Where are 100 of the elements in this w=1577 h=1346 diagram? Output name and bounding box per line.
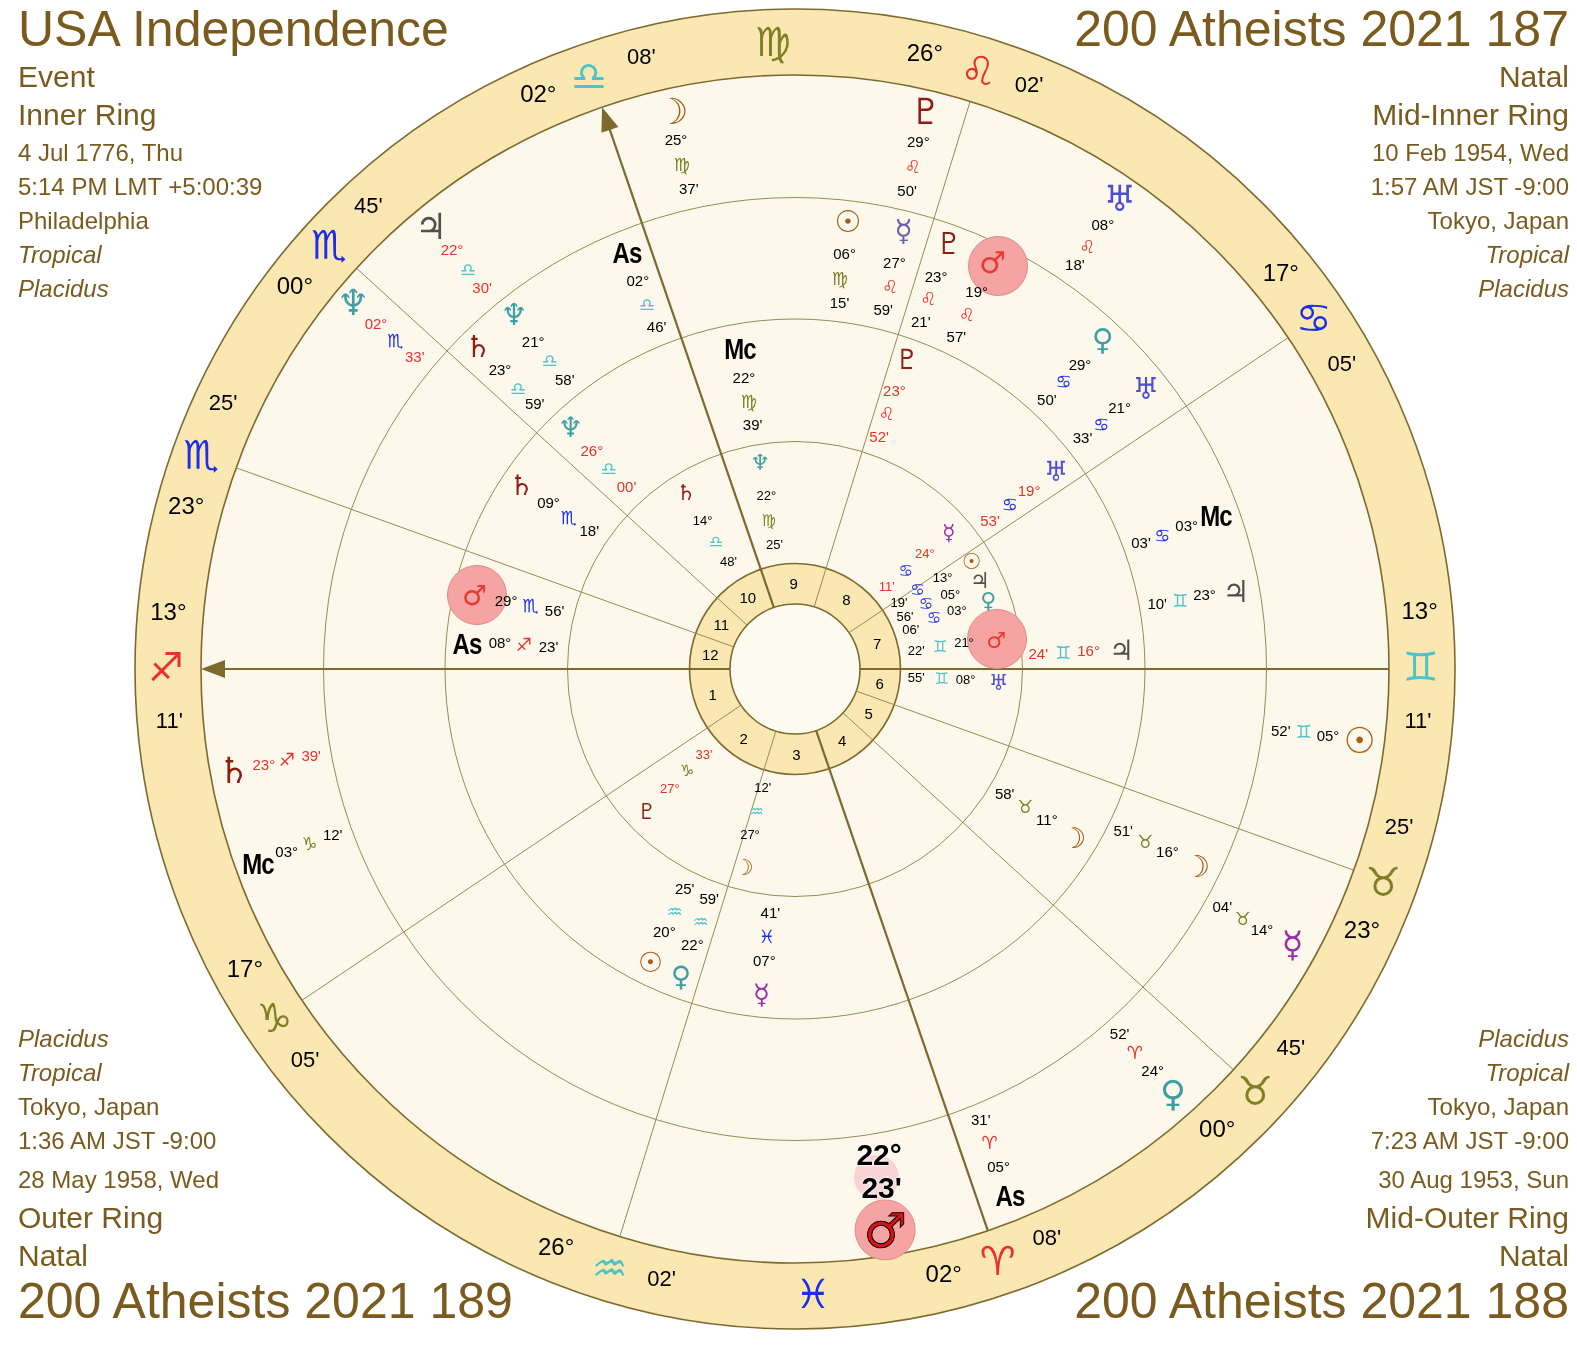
degree-value: 29° [494, 592, 518, 608]
minutes-value: 04' [1212, 898, 1233, 914]
cusp-degree: 17° [1262, 261, 1299, 285]
planet-symbol: ☿ [1281, 930, 1304, 960]
planet-symbol: ☉ [1343, 726, 1376, 756]
chart-name: USA Independence [18, 4, 449, 54]
degree-value: 05° [1316, 727, 1340, 743]
sign-symbol: ♎ [708, 535, 723, 549]
cusp-minutes: 08' [1032, 1227, 1062, 1250]
chart-detail: 30 Aug 1953, Sun [1378, 1167, 1569, 1192]
sign-symbol: ♒ [692, 914, 709, 929]
minutes-value: 18' [579, 522, 600, 538]
degree-value: 26° [580, 442, 604, 458]
minutes-value: 30' [472, 279, 492, 295]
zodiac-sign-symbol: ♓ [795, 1271, 831, 1318]
chart-subtitle: Mid-Inner Ring [1372, 99, 1569, 130]
cusp-minutes: 11' [1404, 709, 1432, 732]
minutes-value: 23' [538, 638, 559, 654]
planet-symbol: ♄ [508, 474, 534, 498]
planet-symbol: ☿ [894, 219, 913, 244]
minutes-value: 33' [695, 747, 713, 761]
degree-value: 24° [915, 546, 935, 560]
planet-symbol: ♇ [909, 98, 943, 127]
cusp-degree: 26° [906, 41, 944, 66]
sign-symbol: ♈ [981, 1136, 998, 1151]
chart-setting: Tropical [1485, 1061, 1569, 1085]
minutes-value: 52' [869, 428, 889, 444]
minutes-value: 55' [907, 670, 925, 684]
sign-symbol: ♌ [920, 291, 937, 307]
minutes-value: 12' [322, 826, 343, 842]
planet-symbol: ♃ [969, 572, 990, 591]
degree-value: 08° [955, 672, 976, 686]
degree-value: 19° [965, 283, 989, 299]
sign-symbol: ♋ [910, 583, 925, 597]
cusp-degree: 13° [150, 599, 187, 624]
cusp-minutes: 11' [155, 709, 183, 732]
degree-value: 14° [692, 513, 713, 527]
minutes-value: 25' [766, 537, 783, 551]
sign-symbol: ♌ [959, 308, 976, 323]
house-number: 12 [701, 646, 719, 662]
degree-value: 08° [488, 634, 512, 650]
planet-symbol: ☿ [753, 983, 771, 1006]
chart-detail: 1:36 AM JST -9:00 [18, 1129, 217, 1153]
zodiac-sign-symbol: ♌ [960, 48, 997, 95]
cusp-minutes: 25' [1384, 816, 1414, 838]
minutes-value: 56' [544, 602, 565, 618]
chart-setting: Tropical [1485, 243, 1569, 267]
sign-symbol: ♊ [932, 641, 948, 654]
zodiac-sign-symbol: ♏ [311, 221, 347, 268]
zodiac-sign-symbol: ♋ [1295, 294, 1332, 341]
sign-symbol: ♊ [934, 672, 949, 686]
planet-symbol: ☿ [942, 523, 956, 542]
chart-setting: Placidus [18, 277, 109, 301]
degree-value: 23° [1193, 586, 1216, 601]
sign-symbol: ♋ [926, 611, 942, 625]
minutes-value: 31' [971, 1111, 991, 1127]
planet-symbol: ♆ [500, 303, 528, 328]
cusp-minutes: 05' [290, 1048, 320, 1071]
planet-symbol: ♃ [1222, 579, 1250, 604]
minutes-value: 22' [907, 643, 925, 656]
house-number: 9 [789, 575, 798, 590]
degree-value: 22° [756, 488, 777, 502]
planet-symbol: ♇ [894, 348, 920, 372]
degree-value: 16° [1077, 642, 1100, 657]
angle-label: As [452, 629, 482, 660]
planet-symbol: ☽ [1183, 855, 1211, 879]
minutes-value: 59' [524, 395, 545, 411]
minutes-value: 58' [555, 371, 575, 387]
minutes-value: 06' [902, 622, 920, 636]
minutes-value: 12' [754, 780, 772, 794]
degree-value: 22° [440, 241, 464, 257]
cusp-degree: 02° [520, 82, 557, 107]
house-number: 3 [792, 747, 801, 762]
degree-value: 22° [732, 369, 756, 384]
degree-value: 14° [1250, 921, 1274, 937]
minutes-value: 52' [1109, 1025, 1130, 1040]
degree-value: 23° [488, 361, 512, 377]
sign-symbol: ♎ [459, 263, 476, 278]
planet-symbol: ♆ [750, 454, 771, 472]
chart-subtitle: Mid-Outer Ring [1365, 1203, 1569, 1233]
planet-symbol: ☽ [1061, 827, 1087, 851]
cusp-degree: 00° [276, 273, 314, 298]
planet-symbol: ♄ [464, 334, 492, 359]
planet-symbol: ☉ [834, 210, 862, 235]
cusp-minutes: 45' [354, 194, 383, 217]
minutes-value: 51' [1113, 822, 1133, 838]
degree-value: 27° [740, 827, 760, 841]
minutes-value: 50' [897, 182, 917, 198]
degree-value: 25° [664, 131, 688, 147]
chart-setting: Tropical [18, 1061, 102, 1085]
sign-symbol: ♎ [600, 461, 617, 477]
minutes-value: 23' [861, 1172, 902, 1203]
chart-subtitle: Inner Ring [18, 99, 157, 130]
degree-value: 22° [680, 936, 704, 952]
degree-value: 11° [1036, 811, 1058, 827]
zodiac-sign-symbol: ♒ [591, 1244, 628, 1291]
planet-symbol: ☽ [656, 97, 689, 127]
sign-symbol: ♏ [387, 333, 404, 348]
house-number: 1 [708, 686, 717, 702]
angle-label: Mc [723, 333, 756, 364]
